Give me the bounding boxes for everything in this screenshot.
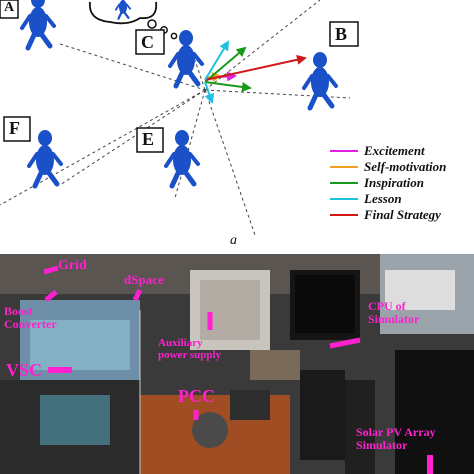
legend-swatch <box>330 182 358 184</box>
final-strategy-arrow <box>204 54 307 81</box>
agent-e <box>166 130 198 186</box>
agent-a-label: A <box>4 0 15 15</box>
legend-label: Excitement <box>364 143 425 158</box>
legend-label: Final Strategy <box>364 207 441 222</box>
legend-label: Self-motivation <box>364 159 447 174</box>
photo-annotations <box>43 265 433 474</box>
agent-c-label: C <box>141 32 154 52</box>
cpu-annotation <box>329 337 361 349</box>
agent-f <box>29 130 61 186</box>
legend-swatch <box>330 166 358 168</box>
legend-label: Lesson <box>364 191 402 206</box>
pcc-label: PCC <box>178 386 215 406</box>
legend-item-lesson: Lesson <box>330 191 474 207</box>
thought-cloud <box>88 0 178 40</box>
legend-swatch <box>330 198 358 200</box>
inspiration-arrow-2 <box>204 81 252 92</box>
legend-label: Inspiration <box>364 175 424 190</box>
lesson-arrow <box>204 81 215 104</box>
legend-swatch <box>330 214 358 216</box>
cpu-label: CPU of Simulator <box>368 299 420 326</box>
legend-item-self-motivation: Self-motivation <box>330 159 474 175</box>
subfigure-label: a <box>230 233 237 248</box>
agent-f-label: F <box>9 118 20 138</box>
vsc-label: VSC <box>6 360 43 380</box>
strategy-vectors <box>204 40 307 104</box>
legend-text: Excitement Self-motivation Inspiration L… <box>330 143 474 223</box>
dspace-label: dSpace <box>124 272 164 287</box>
legend-item-inspiration: Inspiration <box>330 175 474 191</box>
agent-a <box>22 0 54 48</box>
aux-label: Auxiliary power supply <box>158 337 222 361</box>
grid-label: Grid <box>58 258 87 273</box>
agent-diagram <box>0 0 359 236</box>
lab-photo <box>0 254 474 474</box>
agent-e-label: E <box>142 129 155 149</box>
dspace-annotation <box>132 288 143 302</box>
boost-label: Boost Converter <box>4 304 57 331</box>
inspiration-arrow <box>204 46 247 83</box>
legend-item-excitement: Excitement <box>330 143 474 159</box>
agent-b <box>304 52 336 108</box>
grid-annotation <box>43 265 59 275</box>
legend-item-final-strategy: Final Strategy <box>330 207 474 223</box>
agent-label-boxes <box>0 0 359 153</box>
boost-annotation <box>44 290 58 302</box>
agent-b-label: B <box>335 24 348 44</box>
legend-swatch <box>330 150 358 152</box>
pv-label: Solar PV Array Simulator <box>356 425 436 452</box>
